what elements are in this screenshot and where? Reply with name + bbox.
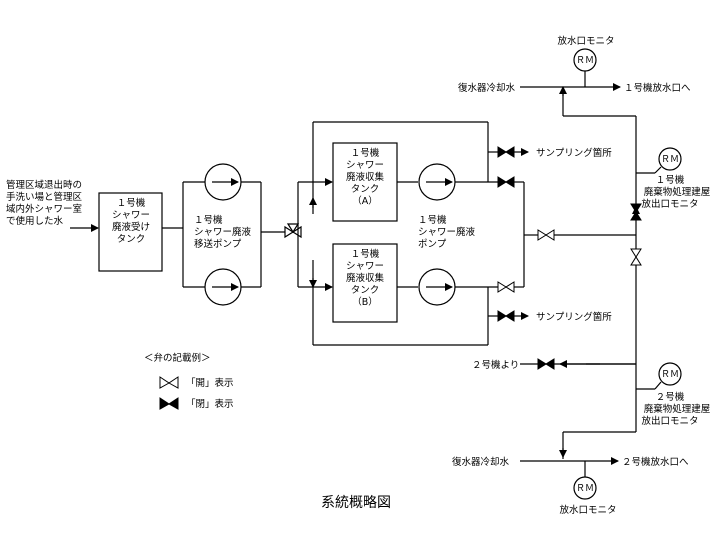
svg-text:廃液収集: 廃液収集 — [346, 272, 385, 284]
monitor-unit1-label: １号機 廃棄物処理建屋 放出口モニタ — [641, 174, 710, 210]
rm-label-unit2: ＲＭ — [661, 370, 679, 380]
transfer-pump-piping — [162, 181, 285, 288]
svg-text:シャワー: シャワー — [112, 210, 150, 221]
svg-text:タンク: タンク — [351, 184, 380, 195]
svg-text:移送ポンプ: 移送ポンプ — [194, 238, 242, 250]
rm-unit1-connector — [654, 166, 662, 174]
valve-unit2-inlet-closed — [537, 358, 555, 370]
svg-text:放出口モニタ: 放出口モニタ — [641, 198, 698, 210]
transfer-pump-bottom — [204, 268, 242, 306]
rm-unit2-connector — [654, 381, 662, 390]
monitor-unit2-label: ２号機 廃棄物処理建屋 放出口モニタ — [641, 391, 710, 427]
svg-text:（B）: （B） — [352, 296, 378, 308]
cooling-water-top — [520, 70, 621, 91]
rm-label-unit1: ＲＭ — [661, 155, 679, 165]
source-label: 管理区域退出時の 手洗い場と管理区 域内外シャワー室 で使用した水 — [6, 179, 83, 227]
diagram-title: 系統概略図 — [321, 495, 391, 511]
outlet-label-bottom: ２号機放水口へ — [622, 456, 689, 468]
svg-text:手洗い場と管理区: 手洗い場と管理区 — [6, 191, 83, 203]
collection-tank-b-label: １号機 シャワー 廃液収集 タンク （B） — [346, 248, 385, 308]
receiving-tank-label: １号機 シャワー 廃液受け タンク — [112, 197, 150, 245]
transfer-pump-top — [204, 163, 242, 201]
drain-pump-top — [418, 163, 456, 201]
svg-text:１号機: １号機 — [117, 197, 146, 209]
svg-text:１号機: １号機 — [351, 147, 380, 159]
cooling-label-top: 復水器冷却水 — [458, 82, 516, 94]
svg-text:シャワー: シャワー — [346, 160, 384, 171]
legend-open-valve-icon — [159, 376, 179, 389]
valve-unit1-monitor-closed — [630, 203, 642, 221]
rm-label-top: ＲＭ — [576, 56, 594, 66]
svg-text:廃棄物処理建屋: 廃棄物処理建屋 — [644, 403, 711, 415]
sampling-label-bottom: サンプリング箇所 — [536, 311, 612, 323]
svg-text:で使用した水: で使用した水 — [6, 215, 64, 227]
collection-tank-a — [332, 142, 398, 222]
outlet-label-top: １号機放水口へ — [624, 82, 691, 94]
collection-tank-a-label: １号機 シャワー 廃液収集 タンク （A） — [346, 147, 385, 207]
svg-text:２号機: ２号機 — [656, 391, 685, 403]
monitor-label-top: 放水口モニタ — [557, 35, 614, 47]
rm-label-bottom: ＲＭ — [576, 484, 594, 494]
sampling-label-top: サンプリング箇所 — [536, 147, 612, 159]
svg-text:タンク: タンク — [351, 285, 380, 296]
three-way-valve — [284, 223, 302, 239]
svg-text:（A）: （A） — [352, 195, 378, 207]
svg-text:１号機: １号機 — [656, 174, 685, 186]
rm-monitor-unit2 — [658, 362, 682, 386]
drain-pump-bottom — [418, 268, 456, 306]
svg-text:放出口モニタ: 放出口モニタ — [641, 415, 698, 427]
legend-closed-label: 「閉」表示 — [186, 398, 234, 410]
cooling-water-bottom — [520, 457, 619, 477]
svg-text:廃棄物処理建屋: 廃棄物処理建屋 — [644, 186, 711, 198]
svg-text:管理区域退出時の: 管理区域退出時の — [6, 179, 82, 191]
from-unit2-label: ２号機より — [472, 359, 519, 371]
rm-monitor-unit1 — [658, 147, 682, 171]
svg-text:ポンプ: ポンプ — [418, 239, 447, 250]
svg-text:１号機: １号機 — [194, 214, 223, 226]
svg-text:廃液収集: 廃液収集 — [346, 171, 385, 183]
monitor-label-bottom: 放水口モニタ — [559, 504, 616, 516]
rm-monitor-bottom — [573, 476, 597, 500]
valve-discharge-open — [537, 229, 555, 241]
rm-monitor-top — [573, 48, 597, 72]
svg-text:１号機: １号機 — [351, 248, 380, 260]
svg-text:域内外シャワー室: 域内外シャワー室 — [6, 203, 82, 215]
transfer-pump-label: １号機 シャワー廃液 移送ポンプ — [194, 214, 252, 250]
cooling-label-bottom: 復水器冷却水 — [452, 456, 510, 468]
tank-piping — [297, 121, 636, 346]
discharge-piping — [520, 86, 655, 459]
svg-text:タンク: タンク — [117, 234, 146, 245]
drain-pump-label: １号機 シャワー廃液 ポンプ — [418, 214, 476, 250]
valve-sampling-top-closed — [497, 146, 515, 158]
legend-closed-valve-icon — [159, 397, 179, 410]
valve-unit1-line-open — [630, 248, 642, 266]
svg-text:シャワー廃液: シャワー廃液 — [418, 226, 476, 238]
svg-text:１号機: １号機 — [418, 214, 447, 226]
valve-pump-bottom-open — [497, 281, 515, 293]
svg-text:廃液受け: 廃液受け — [112, 221, 150, 233]
collection-tank-b — [332, 243, 398, 323]
valve-pump-top-closed — [497, 176, 515, 188]
valve-sampling-bottom-closed — [497, 310, 515, 322]
legend-title: ＜弁の記載例＞ — [144, 352, 211, 364]
legend-open-label: 「開」表示 — [186, 377, 234, 389]
svg-text:シャワー廃液: シャワー廃液 — [194, 226, 252, 238]
svg-text:シャワー: シャワー — [346, 261, 384, 272]
receiving-tank — [98, 192, 163, 272]
